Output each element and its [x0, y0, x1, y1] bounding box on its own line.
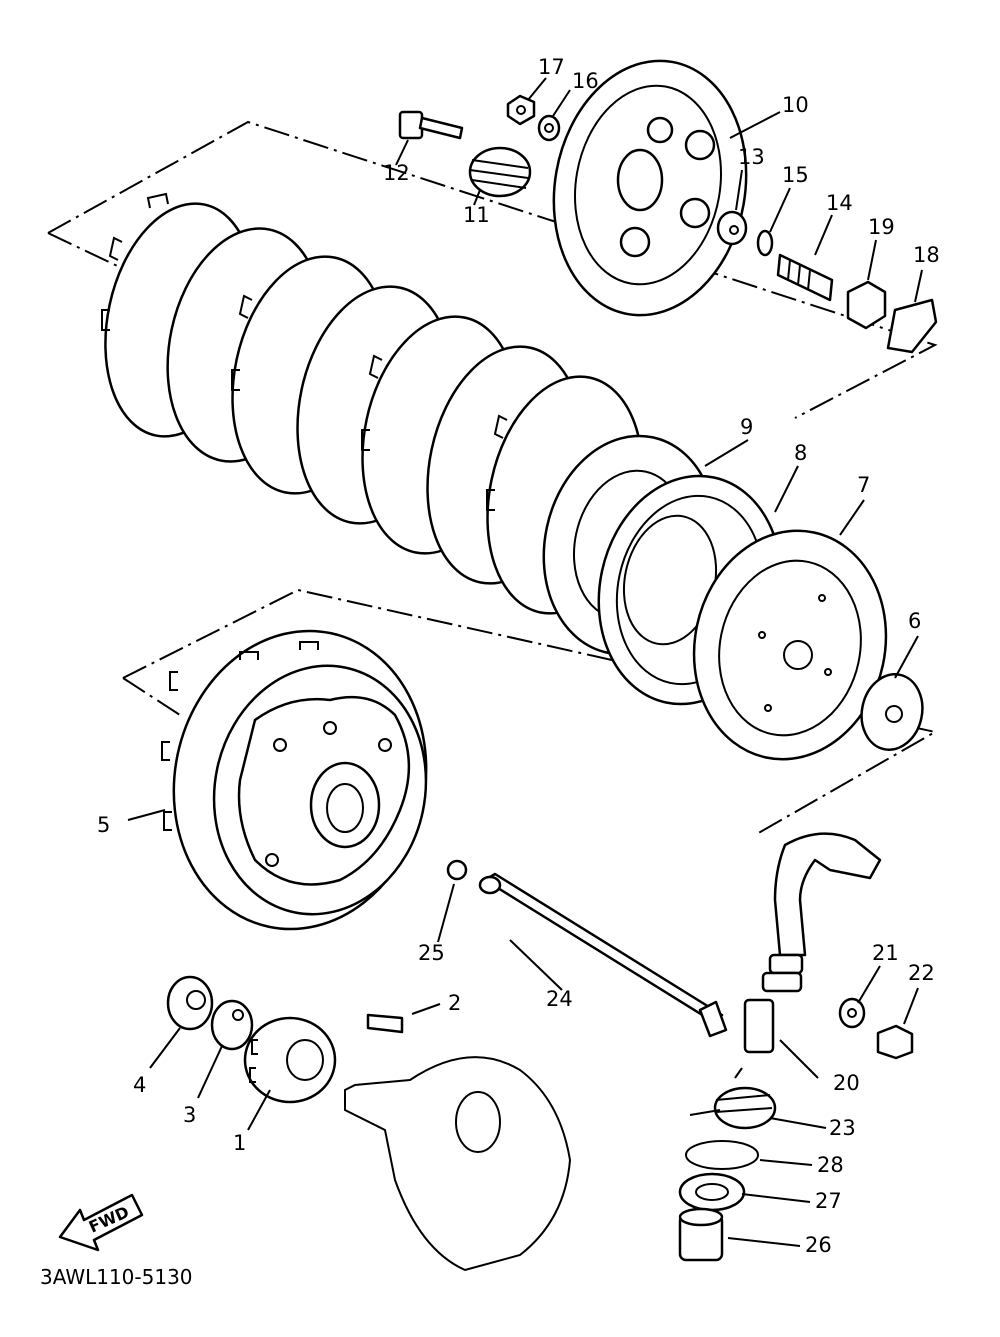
callout-22: 22 [908, 961, 935, 985]
callout-23: 23 [829, 1116, 856, 1140]
woodruff-key [366, 1013, 404, 1034]
pressure-plate [692, 529, 888, 761]
callout-20: 20 [833, 1071, 860, 1095]
plain-washer [537, 114, 561, 142]
lock-plate [210, 999, 254, 1051]
bushing [678, 1207, 724, 1262]
locknut [846, 280, 887, 330]
o-ring [756, 229, 774, 257]
callout-7: 7 [857, 473, 870, 497]
callout-10: 10 [782, 93, 809, 117]
callout-15: 15 [782, 163, 809, 187]
return-spring [689, 1067, 777, 1130]
callout-4: 4 [133, 1073, 146, 1097]
callout-1: 1 [233, 1131, 246, 1155]
callout-21: 21 [872, 941, 899, 965]
callout-19: 19 [868, 215, 895, 239]
callout-17: 17 [538, 55, 565, 79]
callout-6: 6 [908, 609, 921, 633]
fwd-arrow-icon: FWD [58, 1193, 144, 1252]
steel-ball [446, 859, 468, 881]
tab-washer [886, 298, 938, 354]
nut [506, 94, 536, 126]
spring-bolt [398, 110, 464, 140]
clutch-cover [552, 59, 748, 317]
circlip [685, 1140, 759, 1170]
leader-lines [127, 77, 923, 1247]
callout-28: 28 [817, 1153, 844, 1177]
callout-24: 24 [546, 987, 573, 1011]
callout-16: 16 [572, 69, 599, 93]
callout-14: 14 [826, 191, 853, 215]
push-lever-shaft [743, 832, 882, 1054]
clutch-housing [161, 629, 428, 931]
callout-18: 18 [913, 243, 940, 267]
callout-11: 11 [463, 203, 490, 227]
callout-9: 9 [740, 415, 753, 439]
push-rod-washer [716, 210, 748, 246]
callout-25: 25 [418, 941, 445, 965]
washer-21 [838, 997, 866, 1029]
callout-27: 27 [815, 1189, 842, 1213]
bolt-22 [876, 1024, 914, 1060]
push-rod [478, 872, 728, 1038]
primary-drive-gear [243, 1016, 337, 1104]
callout-8: 8 [794, 441, 807, 465]
callout-12: 12 [383, 161, 410, 185]
clutch-spring [468, 146, 532, 198]
crankshaft-outline [344, 1056, 572, 1272]
callout-5: 5 [97, 813, 110, 837]
primary-gear-nut [166, 975, 214, 1031]
drawing-code: 3AWL110-5130 [40, 1265, 193, 1289]
callout-26: 26 [805, 1233, 832, 1257]
callout-13: 13 [738, 145, 765, 169]
oil-seal [678, 1172, 746, 1212]
lock-washer [860, 673, 924, 751]
callout-2: 2 [448, 991, 461, 1015]
callout-numbers: 1 2 3 4 5 6 7 8 9 10 11 12 13 14 15 16 1… [97, 55, 940, 1257]
adjusting-screw [776, 253, 834, 302]
callout-3: 3 [183, 1103, 196, 1127]
